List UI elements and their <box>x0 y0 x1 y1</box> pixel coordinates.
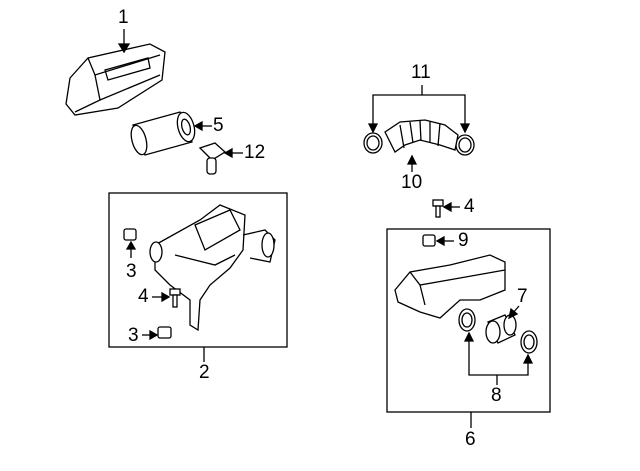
air-intake-duct[interactable] <box>384 119 459 153</box>
bracket-8 <box>468 338 529 376</box>
arrowhead <box>117 43 131 54</box>
lower-housing-frame <box>108 192 288 348</box>
callout-7: 7 <box>517 286 528 307</box>
mass-airflow-sensor[interactable] <box>198 142 227 175</box>
callout-9: 9 <box>458 230 469 251</box>
callout-8: 8 <box>491 385 502 406</box>
clamp-resonator-left[interactable] <box>458 308 476 332</box>
clamp-left[interactable] <box>363 132 383 154</box>
air-filter-element[interactable] <box>128 110 197 156</box>
air-cleaner-cover[interactable] <box>65 43 166 116</box>
callout-12: 12 <box>244 142 266 163</box>
nut-lower-left[interactable] <box>157 326 172 339</box>
callout-4-left: 4 <box>138 286 149 307</box>
resonator-hose[interactable] <box>485 314 517 344</box>
bracket-11 <box>372 94 466 128</box>
callout-10: 10 <box>401 172 423 193</box>
clamp-resonator-right[interactable] <box>520 330 538 354</box>
arrowhead <box>193 120 203 132</box>
nut-right[interactable] <box>422 234 436 247</box>
nut-upper-left[interactable] <box>123 228 137 241</box>
resonator-frame <box>386 228 551 413</box>
callout-3-upper: 3 <box>126 261 137 282</box>
clamp-right[interactable] <box>455 134 475 156</box>
bolt-left[interactable] <box>169 288 181 308</box>
lower-housing[interactable] <box>149 204 276 332</box>
callout-2: 2 <box>199 362 210 383</box>
bolt-right[interactable] <box>432 199 444 218</box>
resonator[interactable] <box>394 254 506 319</box>
callout-5: 5 <box>213 115 224 136</box>
callout-11: 11 <box>411 62 431 83</box>
callout-6: 6 <box>465 429 476 450</box>
arrowhead <box>223 147 233 159</box>
callout-4-right: 4 <box>464 196 475 217</box>
callout-1: 1 <box>118 7 129 28</box>
callout-3-lower: 3 <box>128 325 139 346</box>
